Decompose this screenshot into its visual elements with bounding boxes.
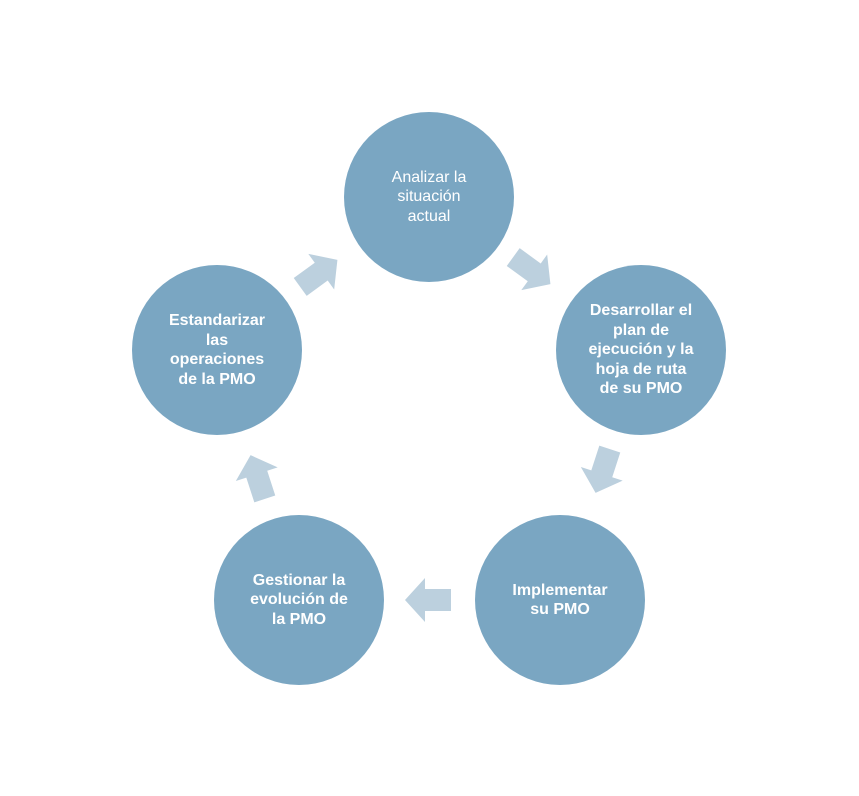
step-desarrollar-label: Desarrollar el plan de ejecución y la ho… bbox=[588, 302, 694, 398]
step-desarrollar-node: Desarrollar el plan de ejecución y la ho… bbox=[556, 265, 726, 435]
arrow-3-to-4-icon bbox=[405, 578, 451, 622]
step-analizar-label: Analizar la situación actual bbox=[391, 168, 467, 225]
arrow-1-to-2-icon bbox=[506, 248, 551, 291]
step-implementar-label: Implementar su PMO bbox=[512, 581, 608, 619]
step-gestionar-node: Gestionar la evolución de la PMO bbox=[214, 515, 384, 685]
step-estandarizar-node: Estandarizar las operaciones de la PMO bbox=[132, 265, 302, 435]
step-gestionar-label: Gestionar la evolución de la PMO bbox=[250, 571, 348, 628]
step-implementar-node: Implementar su PMO bbox=[475, 515, 645, 685]
step-analizar-node: Analizar la situación actual bbox=[344, 112, 514, 282]
arrow-2-to-3-icon bbox=[580, 445, 623, 493]
step-estandarizar-label: Estandarizar las operaciones de la PMO bbox=[168, 312, 266, 388]
arrow-5-to-1-icon bbox=[293, 253, 338, 296]
arrow-4-to-5-icon bbox=[235, 455, 278, 503]
